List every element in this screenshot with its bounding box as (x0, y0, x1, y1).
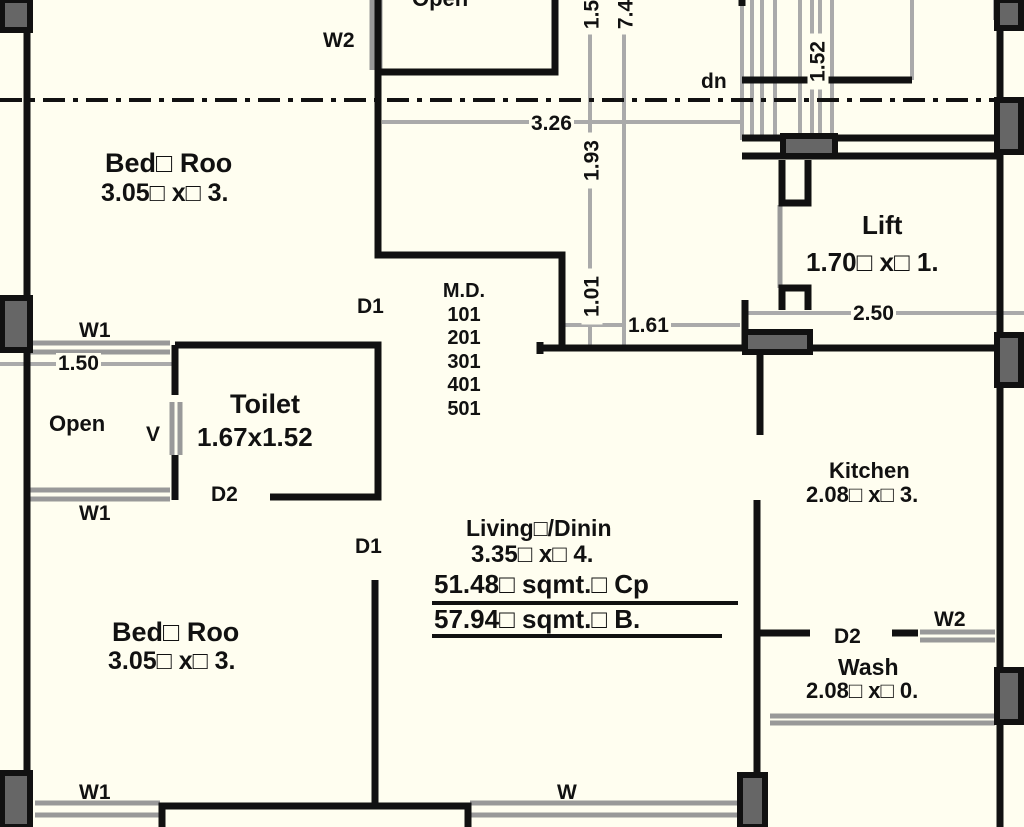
bedroom-top-dims: 3.05□ x□ 3. (101, 179, 229, 207)
lift-dims: 1.70□ x□ 1. (806, 247, 939, 277)
wash-dims: 2.08□ x□ 0. (806, 678, 919, 703)
dim-3-26: 3.26 (529, 112, 574, 135)
stair-dn: dn (698, 71, 730, 92)
dim-1-5: 1.5 (581, 0, 604, 35)
md-unit: 301 (447, 350, 481, 373)
toilet-name: Toilet (230, 389, 300, 419)
window-w2-top: W2 (323, 29, 355, 52)
open-top-name: Open (412, 0, 468, 10)
door-d2-wash: D2 (834, 625, 861, 648)
door-d2-toilet: D2 (211, 483, 238, 506)
dim-1-01: 1.01 (581, 268, 604, 325)
ventilator-v: V (146, 423, 161, 446)
md-unit: 101 (447, 303, 481, 326)
dim-1-50: 1.50 (56, 352, 101, 375)
md-block: M.D. 101 201 301 401 501 (432, 280, 496, 421)
dim-2-50: 2.50 (851, 302, 896, 325)
kitchen-name: Kitchen (829, 458, 910, 483)
dim-1-61: 1.61 (626, 314, 671, 337)
living-dims: 3.35□ x□ 4. (471, 541, 594, 568)
window-w1-lower: W1 (79, 502, 111, 525)
window-w1-upper: W1 (79, 319, 111, 342)
md-unit: 401 (447, 374, 481, 396)
dim-1-52: 1.52 (807, 33, 830, 90)
lift-name: Lift (862, 210, 903, 240)
md-unit: 501 (447, 397, 481, 420)
bedroom-bottom-name: Bed□ Roo (112, 617, 240, 647)
md-unit: 201 (447, 327, 481, 349)
living-name: Living□/Dinin (466, 515, 612, 541)
toilet-dims: 1.67x1.52 (197, 422, 313, 452)
window-w1-bottom: W1 (79, 781, 111, 804)
window-w-bottom: W (557, 781, 577, 804)
bedroom-top-name: Bed□ Roo (105, 148, 233, 178)
built-area: 57.94□ sqmt.□ B. (434, 604, 641, 634)
window-w2-wash: W2 (934, 608, 966, 631)
door-d1-top: D1 (357, 295, 384, 318)
carpet-area: 51.48□ sqmt.□ Cp (434, 569, 649, 599)
built-area-underline (432, 634, 722, 638)
kitchen-dims: 2.08□ x□ 3. (806, 482, 919, 507)
md-title: M.D. (442, 280, 486, 302)
dim-1-93: 1.93 (581, 132, 604, 189)
bedroom-bottom-dims: 3.05□ x□ 3. (108, 647, 236, 675)
wash-name: Wash (838, 654, 899, 680)
dim-7-4: 7.4 (615, 0, 638, 35)
door-d1-bottom: D1 (355, 535, 382, 558)
carpet-area-underline (432, 601, 738, 605)
open-left-name: Open (49, 411, 106, 436)
